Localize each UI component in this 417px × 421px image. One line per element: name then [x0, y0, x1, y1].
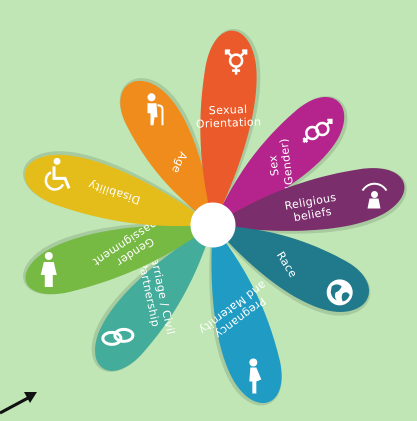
elderly-person-with-cane-icon	[147, 93, 164, 126]
wedding-rings-icon	[101, 327, 135, 346]
center-hub	[190, 202, 236, 248]
petal-religious-beliefs: Religiousbeliefs	[213, 167, 407, 234]
pregnant-woman-icon	[249, 358, 262, 394]
petal-disability: Disability	[23, 151, 213, 227]
praying-person-icon	[361, 182, 388, 209]
petal-shape	[25, 224, 213, 295]
petal-marriage-civil-partnership: Marriage / CivilPartnership	[91, 225, 213, 372]
petal-shape	[213, 97, 345, 225]
gender-symbols-icon	[224, 49, 248, 75]
wheelchair-icon	[44, 157, 71, 191]
petal-shape	[211, 225, 282, 404]
male-female-symbols-icon	[302, 118, 333, 143]
arrow-icon	[0, 392, 37, 415]
petal-race: Race	[213, 225, 371, 316]
petal-shape	[95, 225, 213, 371]
petal-shape	[200, 30, 257, 225]
petal-shape	[213, 168, 405, 231]
petal-sex-gender: Sex(Gender)	[213, 96, 348, 226]
petal-shape	[24, 154, 213, 227]
petal-age: Age	[119, 78, 214, 225]
petal-shape	[120, 81, 213, 225]
globe-icon	[326, 279, 353, 306]
petal-label: Sex(Gender)	[264, 138, 296, 192]
petal-label: SexualOrientation	[195, 102, 261, 130]
petals-group: AgeSexualOrientationSex(Gender)Religious…	[23, 28, 407, 406]
petal-sexual-orientation: SexualOrientation	[195, 28, 261, 225]
